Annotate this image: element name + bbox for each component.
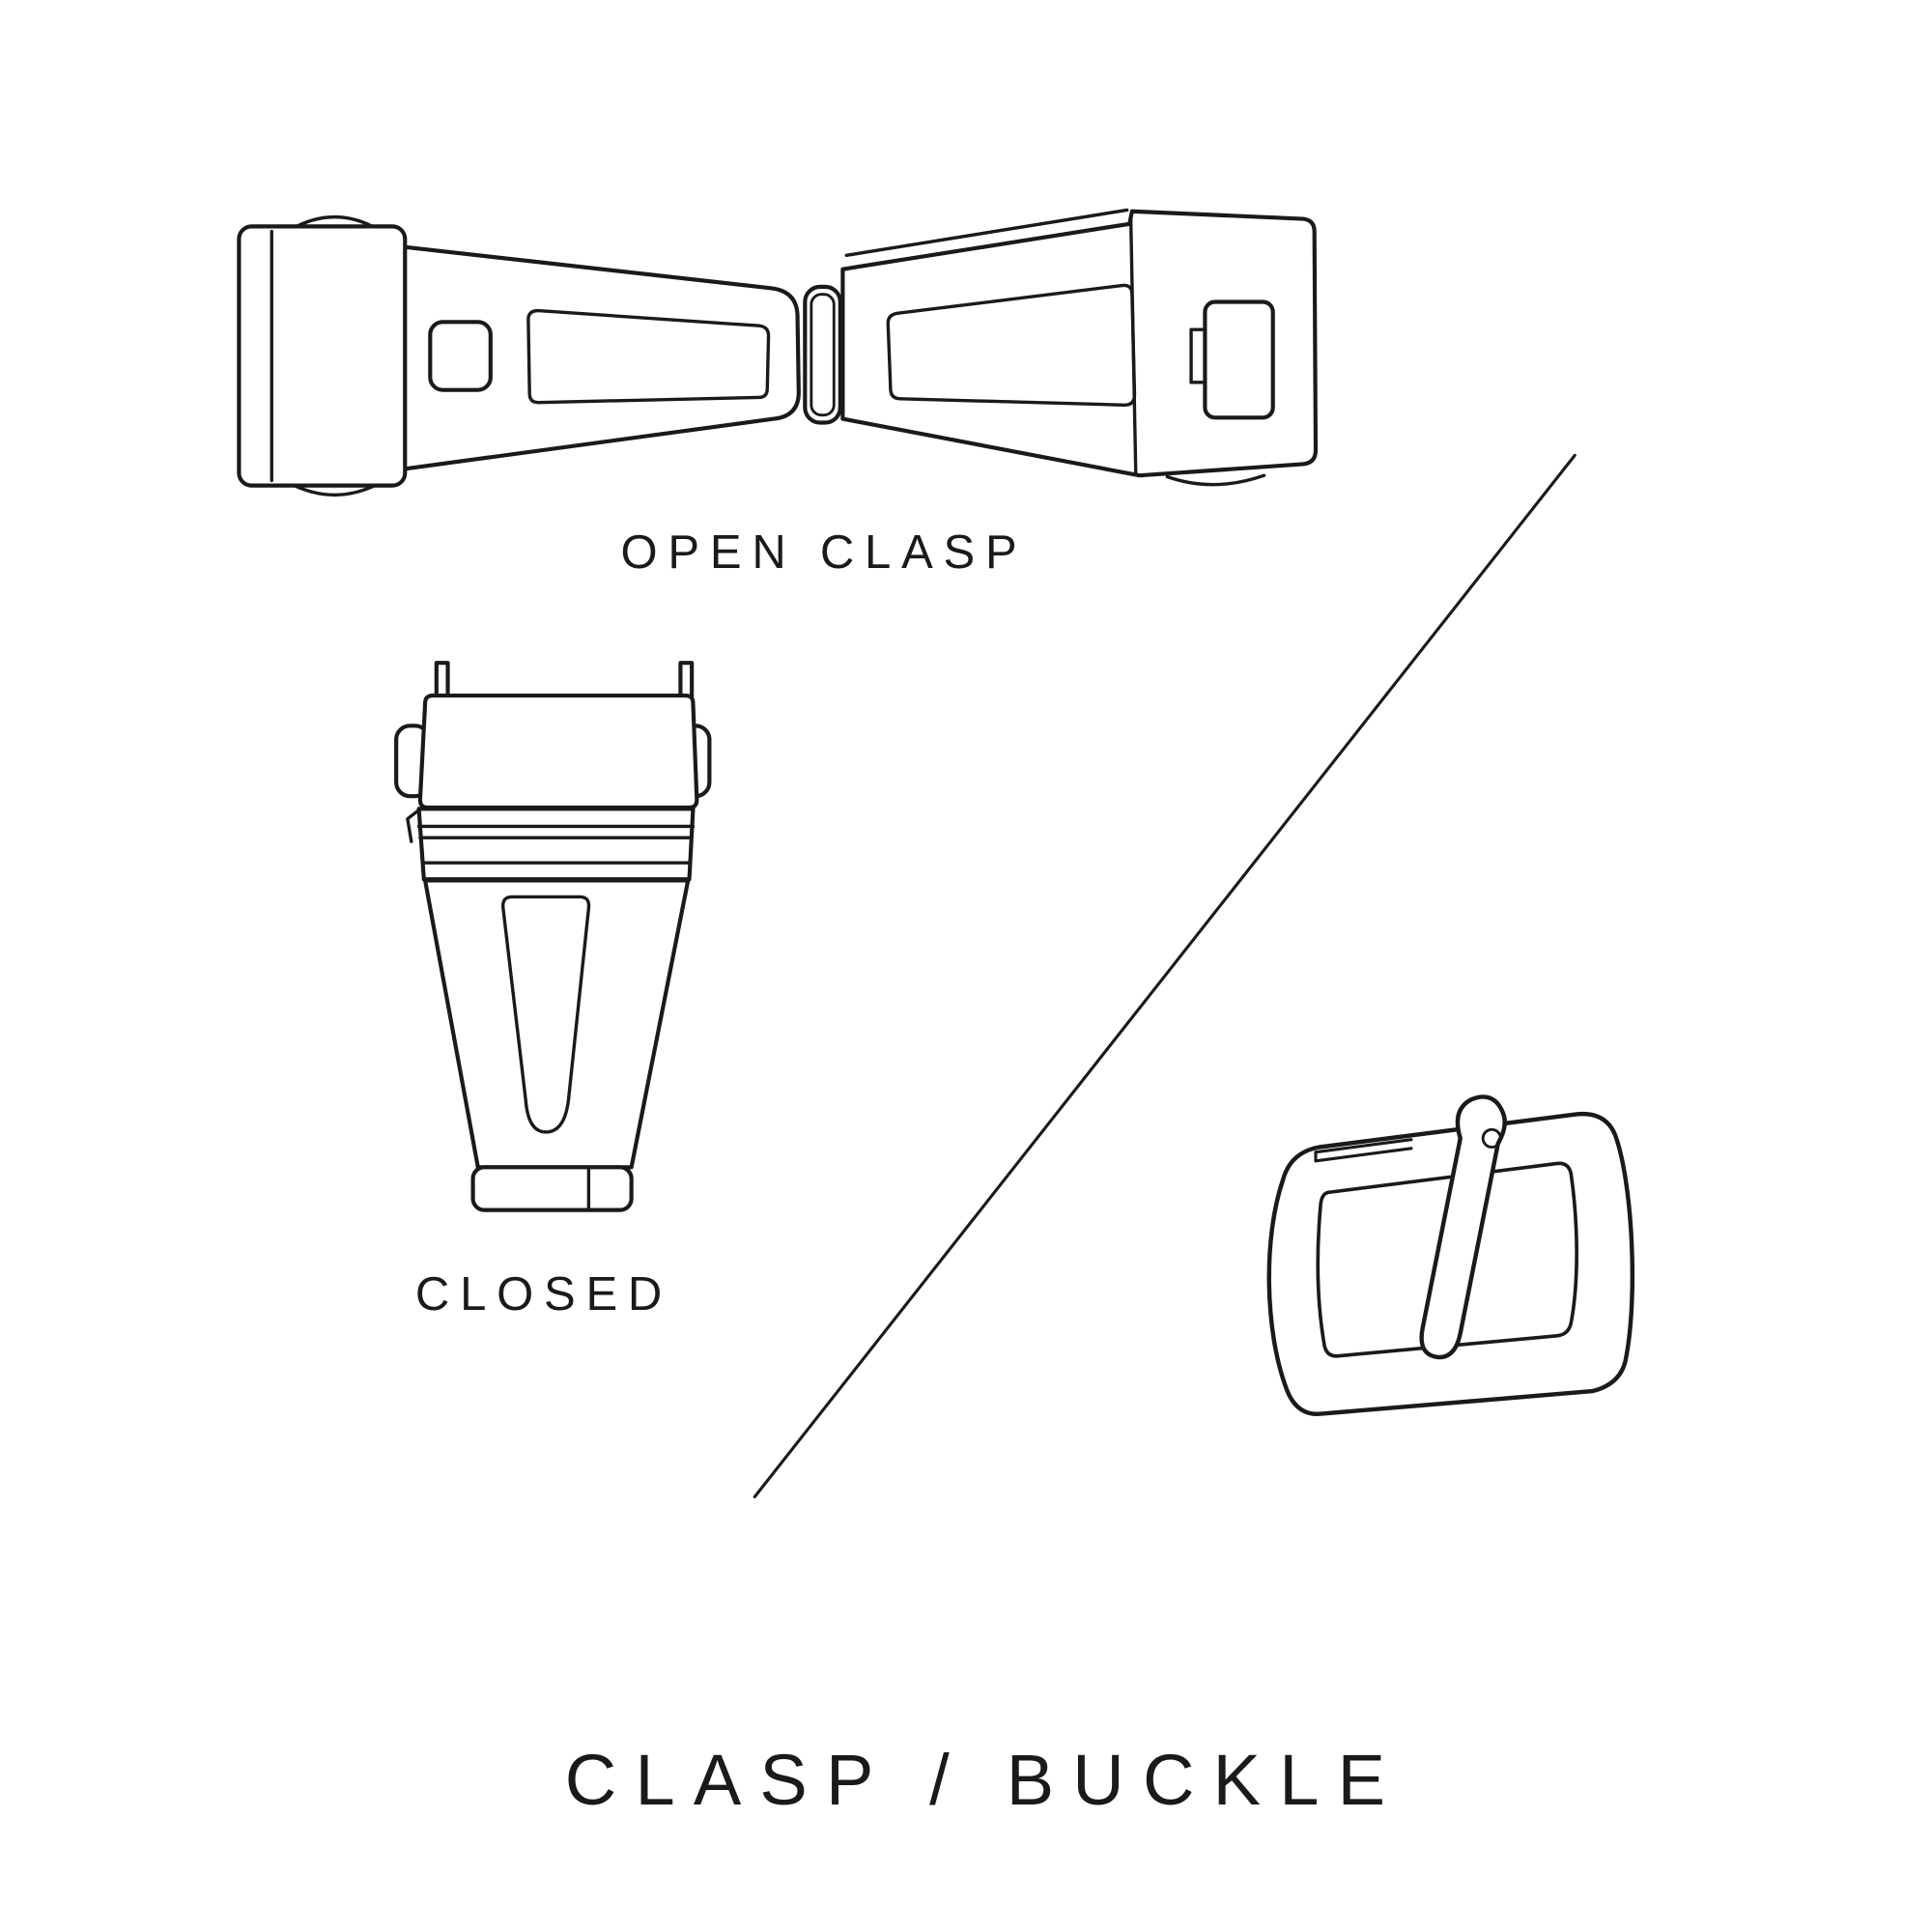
open-clasp-hinge-inner: [810, 293, 836, 417]
closed-clasp-label: CLOSED: [414, 1268, 673, 1321]
open-clasp-left-end-link: [237, 224, 408, 488]
open-clasp-hinge: [803, 284, 842, 425]
open-clasp-left-inner-outline: [526, 308, 771, 405]
closed-clasp-band: [416, 807, 696, 882]
buckle-spring-bar: [1314, 1138, 1413, 1163]
open-clasp-left-cutout: [428, 320, 493, 392]
open-clasp-label: OPEN CLASP: [620, 526, 1028, 579]
open-clasp-left-plate: [397, 244, 801, 471]
open-clasp-left-end-bottom-bump: [290, 482, 380, 497]
closed-clasp-left-facet: [406, 808, 421, 843]
closed-clasp-drawing: [394, 661, 712, 1212]
buckle-tang-loop: [1481, 1127, 1502, 1149]
closed-clasp-body-inner-capsule: [501, 895, 591, 1134]
diagonal-divider-line: [753, 453, 1577, 1499]
closed-clasp-body: [423, 878, 691, 1170]
open-clasp-right-inner-outline: [886, 283, 1137, 407]
open-clasp-right-top-edge-line: [844, 208, 1129, 258]
open-clasp-right-cutout: [1203, 299, 1275, 420]
closed-clasp-cover: [417, 693, 699, 810]
open-clasp-drawing: [237, 208, 1319, 497]
open-clasp-right-bottom-bump: [1165, 473, 1266, 487]
page-title: CLASP / BUCKLE: [564, 1740, 1405, 1820]
closed-clasp-prong-right: [678, 661, 695, 700]
buckle-drawing: [1266, 1094, 1635, 1416]
closed-clasp-prong-left: [434, 661, 450, 700]
buckle-inner-opening: [1316, 1161, 1578, 1358]
buckle-tang: [1419, 1094, 1507, 1360]
closed-clasp-bottom-end: [470, 1165, 634, 1212]
open-clasp-right-plate: [840, 209, 1319, 478]
open-clasp-right-catch-notch: [1189, 327, 1208, 384]
